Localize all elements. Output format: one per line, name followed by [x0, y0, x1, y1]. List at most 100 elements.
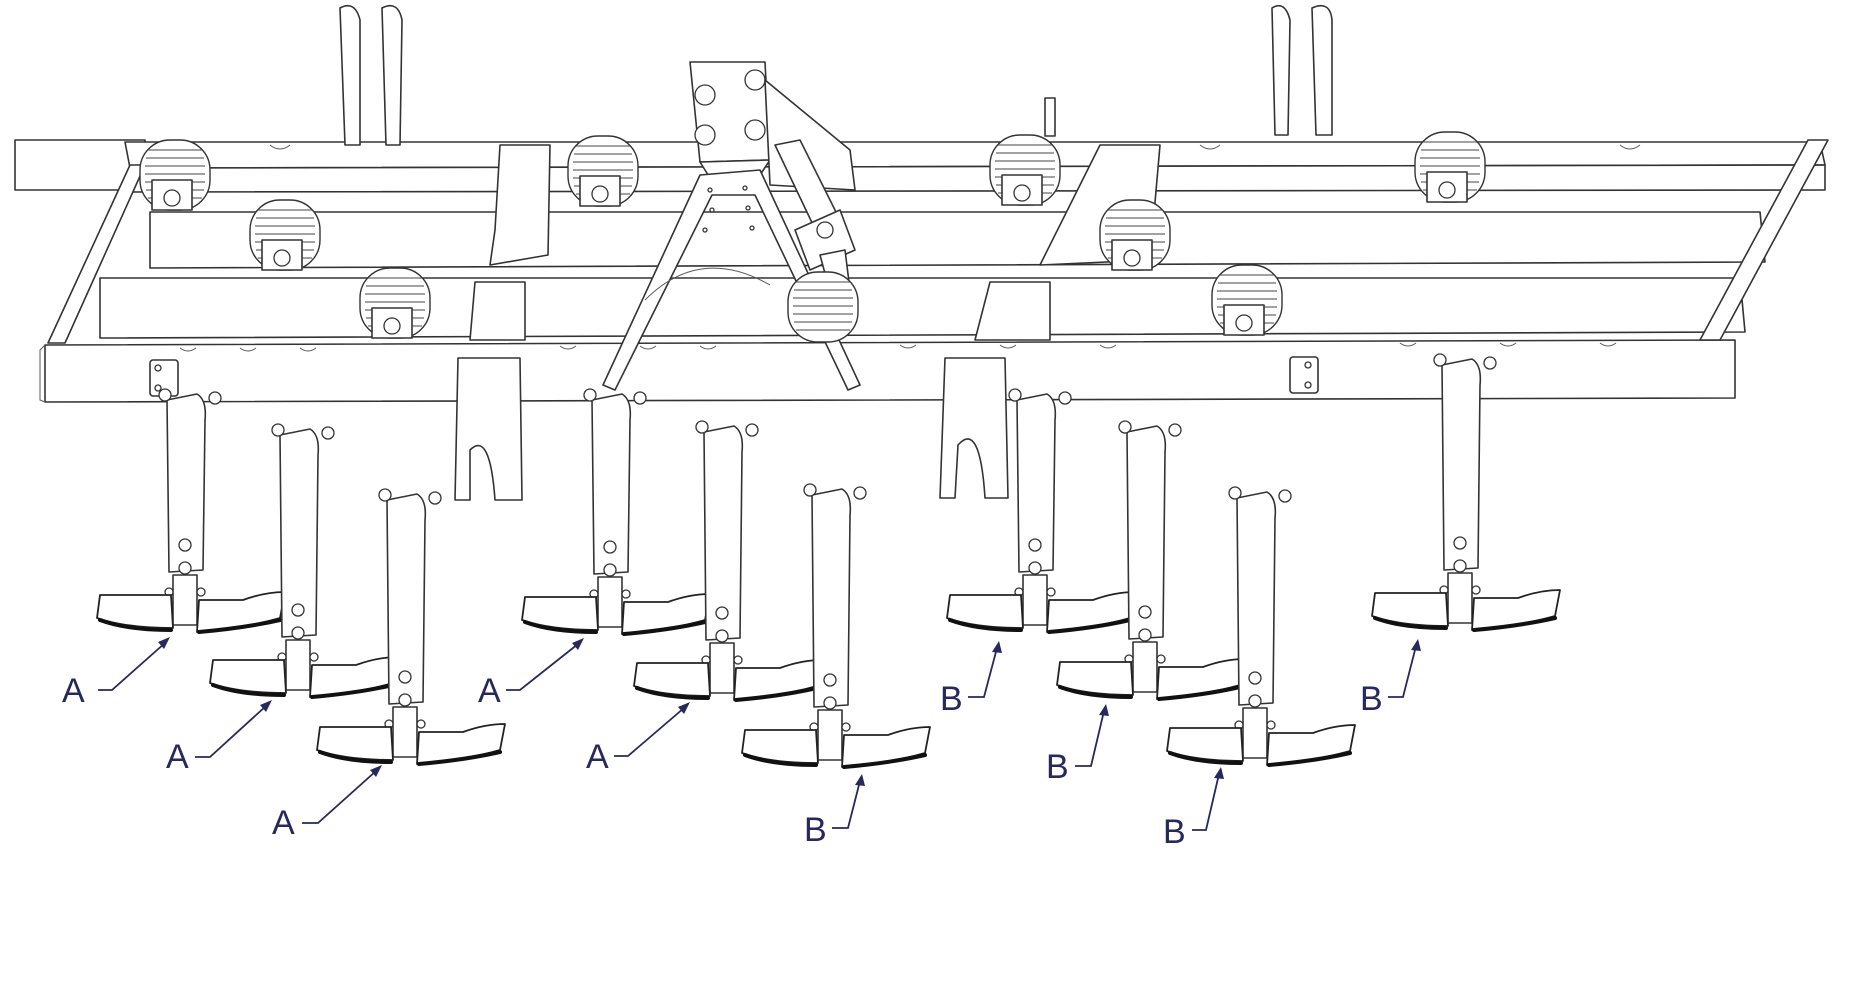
callout-a5: A [586, 702, 690, 776]
sweep-edge [743, 753, 818, 767]
shank-hole [1138, 605, 1152, 619]
callout-a3: A [272, 765, 382, 842]
sweep-edge [318, 750, 393, 764]
bolt [1046, 587, 1056, 597]
callout-label: B [804, 811, 827, 849]
callout-b5: B [1360, 639, 1421, 718]
bolt [1278, 489, 1292, 503]
sweep-edge [1157, 685, 1242, 701]
callout-a4: A [478, 638, 584, 710]
main-frame [14, 139, 1829, 403]
callout-label: A [62, 672, 85, 710]
sweep-edge [635, 686, 710, 700]
sweep-clamp [597, 576, 623, 628]
bolt [196, 587, 206, 597]
sweep-edge [197, 618, 282, 634]
shank-hole [1138, 628, 1152, 642]
wheel-brackets [454, 357, 1009, 501]
gauge-plates [339, 4, 1333, 341]
bolt [621, 589, 631, 599]
shank-hole [1248, 671, 1262, 685]
sweep-clamp [172, 574, 198, 626]
shank-hole [715, 606, 729, 620]
shank [1441, 358, 1482, 571]
sweep-edge [1047, 618, 1132, 634]
sweep-edge [1373, 616, 1448, 630]
shank [703, 425, 744, 641]
sweep-clamp [1132, 641, 1158, 693]
spring [359, 267, 431, 339]
callout-b3: B [1046, 704, 1109, 786]
callout-a1: A [62, 637, 170, 710]
shank-hole [398, 693, 412, 707]
bolt [803, 483, 817, 497]
shank-assembly [1056, 420, 1246, 701]
bolt [158, 388, 172, 402]
shank-assembly [946, 388, 1136, 634]
spring-assemblies [139, 131, 1486, 343]
shank-assemblies [96, 353, 1561, 769]
spring [1211, 264, 1283, 336]
callout-group: A A A A A B B [62, 637, 1421, 851]
sweep-edge [1058, 685, 1133, 699]
shank-assembly [1166, 486, 1356, 767]
sweep-edge [1168, 751, 1243, 765]
shank-assembly [96, 388, 286, 634]
bolt [1058, 391, 1072, 405]
sweep-edge [310, 683, 395, 699]
bolt [321, 426, 335, 440]
bolt [1471, 585, 1481, 595]
shank-hole [603, 563, 617, 577]
shank-hole [1453, 559, 1467, 573]
callout-label: B [1163, 813, 1186, 851]
shank-hole [1028, 561, 1042, 575]
spring [1099, 199, 1171, 271]
shank [166, 393, 207, 573]
shank-hole [291, 626, 305, 640]
sweep-edge [842, 753, 927, 769]
bolt [1483, 356, 1497, 370]
bolt [1228, 486, 1242, 500]
bolt [271, 423, 285, 437]
sweep-clamp [1022, 574, 1048, 626]
shank-assembly [209, 423, 399, 699]
shank-hole [398, 670, 412, 684]
sweep-edge [734, 686, 819, 702]
bolt [309, 652, 319, 662]
spring [139, 139, 211, 211]
sweep-clamp [817, 709, 843, 761]
callout-b4: B [1163, 767, 1224, 851]
sweep-clamp [1242, 707, 1268, 759]
bolt [583, 388, 597, 402]
callout-label: A [166, 738, 189, 776]
shank [1016, 393, 1057, 573]
shank-hole [178, 561, 192, 575]
bolt [1266, 720, 1276, 730]
callout-b1: B [940, 641, 1002, 718]
shank [591, 393, 632, 575]
spring [989, 134, 1061, 206]
bolt [378, 488, 392, 502]
shank-hole [1453, 536, 1467, 550]
shank-assembly [316, 488, 506, 766]
spring [787, 271, 859, 343]
callout-label: B [1360, 680, 1383, 718]
spring [567, 135, 639, 207]
shank [279, 428, 320, 638]
shank-hole [603, 540, 617, 554]
callout-label: A [586, 738, 609, 776]
shank [811, 488, 852, 708]
sweep-edge [523, 620, 598, 634]
sweep-edge [98, 618, 173, 632]
shank-hole [1028, 538, 1042, 552]
callout-label: B [940, 680, 963, 718]
shank-hole [1248, 694, 1262, 708]
shank-assembly [633, 420, 823, 702]
spring [1414, 131, 1486, 203]
shank-assembly [1371, 353, 1561, 632]
sweep-edge [417, 750, 502, 766]
shank-assembly [741, 483, 931, 769]
sweep-edge [948, 618, 1023, 632]
callout-a2: A [166, 700, 272, 776]
